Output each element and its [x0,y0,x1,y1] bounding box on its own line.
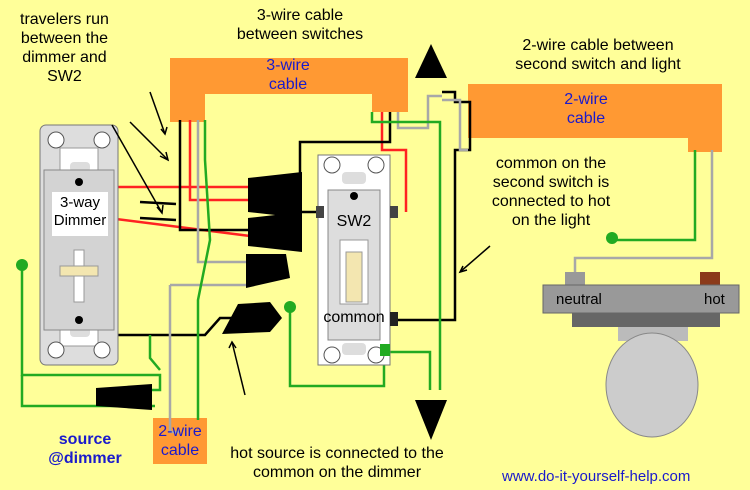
ground-wires [20,112,697,420]
wire-nuts [96,44,447,440]
common-label: common [323,309,385,326]
dimmer-label-line: 3-way [59,194,100,211]
ground-dot-2 [284,301,296,313]
two-wire-cable-label-bottom: 2-wire cable [153,422,207,460]
dimmer-label: 3-way Dimmer [48,194,112,230]
two-wire-cable-sheath-top-tail [688,130,722,152]
common-note-line: on the light [511,212,591,229]
three-wire-title-line: 3-wire cable [256,7,344,24]
three-wire-title: 3-wire cable between switches [220,6,380,44]
neutral-label: neutral [556,291,602,308]
common-note-line: connected to hot [491,193,611,210]
common-note-line: second switch is [492,174,610,191]
three-wire-cable-label-line: 3-wire [266,57,310,74]
wire-nut-4 [222,302,282,334]
travelers-note-line: dimmer and [22,49,107,66]
wire-nut-1 [248,172,302,218]
dimmer-switch [39,124,119,366]
two-wire-title-line: 2-wire cable between [522,37,674,54]
two-wire-cable-label-line: cable [160,442,200,459]
hot-source-note: hot source is connected to the common on… [222,444,452,482]
two-wire-title-line: second switch and light [515,56,681,73]
two-wire-cable-label-top: 2-wire cable [546,90,626,128]
common-note: common on the second switch is connected… [466,154,636,230]
sw2-label: SW2 [336,213,372,230]
two-wire-cable-sheath-bottom [153,418,207,464]
ground-dot-1 [16,259,28,271]
hot-source-note-line: common on the dimmer [252,464,422,481]
two-wire-cable-sheath-top [468,84,722,138]
three-wire-cable-sheath [170,58,408,122]
ground-dot-3 [606,232,618,244]
source-label-line: source [58,431,112,448]
annotation-arrows [111,91,491,396]
wire-nut-3 [246,254,290,288]
source-label-line: @dimmer [48,450,122,467]
three-wire-cable-label: 3-wire cable [248,56,328,94]
two-wire-cable-label-line: cable [566,110,606,127]
three-wire-title-line: between switches [236,26,364,43]
wire-nut-2 [248,212,302,252]
travelers-note-line: between the [20,30,109,47]
two-wire-cable-label-line: 2-wire [564,91,608,108]
three-wire-cable-label-line: cable [268,76,308,93]
sw2-switch [316,154,398,366]
travelers-note-line: SW2 [47,68,82,85]
two-wire-cable-label-line: 2-wire [158,423,202,440]
two-wire-title: 2-wire cable between second switch and l… [498,36,698,74]
dimmer-label-line: Dimmer [53,212,107,229]
wire-nut-5 [415,44,447,78]
source-label: source @dimmer [40,430,130,468]
common-note-line: common on the [495,155,607,172]
travelers-note: travelers run between the dimmer and SW2 [20,10,109,86]
wire-nut-7 [96,384,152,410]
light-fixture [542,272,740,438]
hot-label: hot [704,291,725,308]
travelers-note-line: travelers run [20,11,109,28]
website-link[interactable]: www.do-it-yourself-help.com [502,468,691,485]
black-wires [108,90,472,337]
hot-source-note-line: hot source is connected to the [230,445,444,462]
white-neutral-wires [168,94,714,434]
wire-nut-6 [415,400,447,440]
